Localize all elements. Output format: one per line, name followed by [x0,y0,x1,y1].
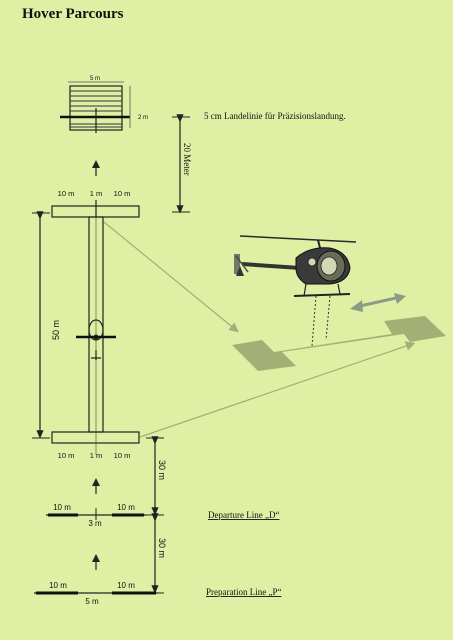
dimension-50m [32,211,50,439]
top-right-10-label: 10 m [114,189,131,198]
departure-line-graphic [46,508,146,520]
dimension-20m [172,114,190,214]
hover-marker [76,319,116,360]
box-height-label: 2 m [138,115,148,121]
helicopter-illustration [234,235,357,347]
landing-box [60,85,130,133]
up-arrow-preparation [92,554,100,570]
box-width-label: 5 m [90,76,100,82]
top-left-10-label: 10 m [58,189,75,198]
ground-shadow [232,316,446,371]
prep-left-10-label: 10 m [49,581,67,590]
bottom-left-10-label: 10 m [58,451,75,460]
prep-gap-label: 5 m [85,597,99,606]
departure-gap-label: 3 m [88,519,102,528]
landing-line-note: 5 cm Landelinie für Präzisionslandung. [204,111,346,121]
bottom-bar-labels: 10 m 1 m 10 m [58,451,131,460]
bottom-mid-1-label: 1 m [90,451,103,460]
distance-30-b-label: 30 m [157,538,167,558]
movement-arrow [350,293,406,312]
up-arrow-departure [92,478,100,494]
preparation-line-label: Preparation Line „P“ [206,587,281,597]
distance-30-a-label: 30 m [157,460,167,480]
top-bar-labels: 10 m 1 m 10 m [58,189,131,198]
up-arrow-top [92,160,100,176]
departure-line-label: Departure Line „D“ [208,510,279,520]
prep-right-10-label: 10 m [117,581,135,590]
page-title: Hover Parcours [22,6,124,22]
departure-left-10-label: 10 m [53,503,71,512]
distance-20-label: 20 Meter [182,143,192,176]
perspective-guides [103,221,416,438]
length-50-label: 50 m [51,320,61,340]
top-mid-1-label: 1 m [90,189,103,198]
bottom-right-10-label: 10 m [114,451,131,460]
departure-right-10-label: 10 m [117,503,135,512]
bottom-crossbar [51,431,140,444]
